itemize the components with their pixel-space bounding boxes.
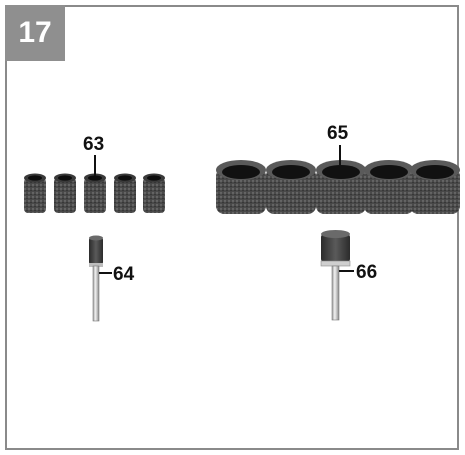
small-band-1: [24, 173, 46, 213]
small-sanding-bands: [24, 173, 165, 213]
large-band-5: [410, 160, 460, 214]
callout-63: 63: [83, 134, 105, 155]
large-band-3: [316, 160, 366, 214]
large-band-4: [364, 160, 414, 214]
large-sanding-bands: [216, 160, 460, 214]
callout-65: 65: [327, 123, 349, 144]
figure-frame: [5, 5, 459, 450]
large-band-2: [266, 160, 316, 214]
small-band-4: [114, 173, 136, 213]
callout-66: 66: [356, 262, 378, 283]
callout-64: 64: [113, 264, 135, 285]
large-mandrel: [320, 230, 351, 321]
small-band-3: [84, 173, 106, 213]
small-band-5: [143, 173, 165, 213]
large-band-1: [216, 160, 266, 214]
small-mandrel: [89, 235, 103, 322]
small-band-2: [54, 173, 76, 213]
figure-number-badge: 17: [5, 5, 65, 61]
